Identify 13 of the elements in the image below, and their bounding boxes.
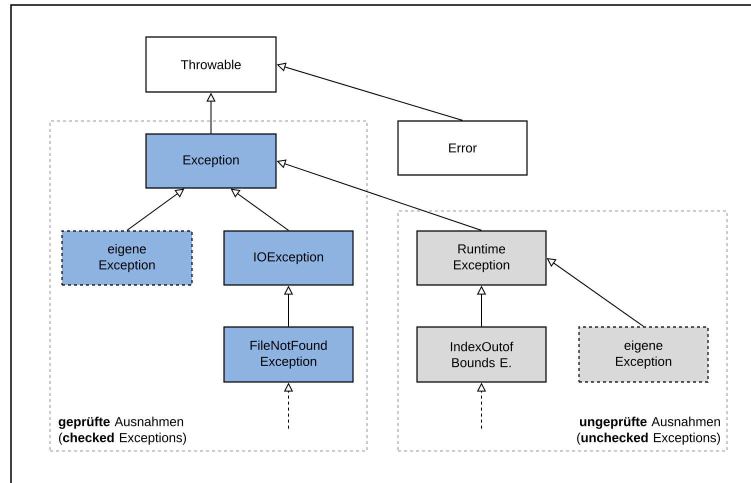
dashed-class-box: eigene Exception (578, 326, 709, 383)
dashed-class-box: eigene Exception (61, 230, 193, 286)
group-label: geprüfte Ausnahmen (checked Exceptions) (58, 416, 186, 445)
class-box: IOException (223, 230, 354, 286)
dashed-group-frame (50, 120, 368, 452)
class-box: Runtime Exception (416, 230, 547, 286)
class-box: Exception (145, 133, 277, 189)
dashed-group-frame (398, 210, 728, 452)
class-box: FileNotFound Exception (223, 326, 354, 383)
class-box: IndexOutof Bounds E. (416, 326, 547, 383)
group-label: ungeprüfte Ausnahmen (unchecked Exceptions) (577, 416, 720, 445)
class-box: Error (397, 120, 528, 176)
class-box: Throwable (145, 36, 277, 93)
